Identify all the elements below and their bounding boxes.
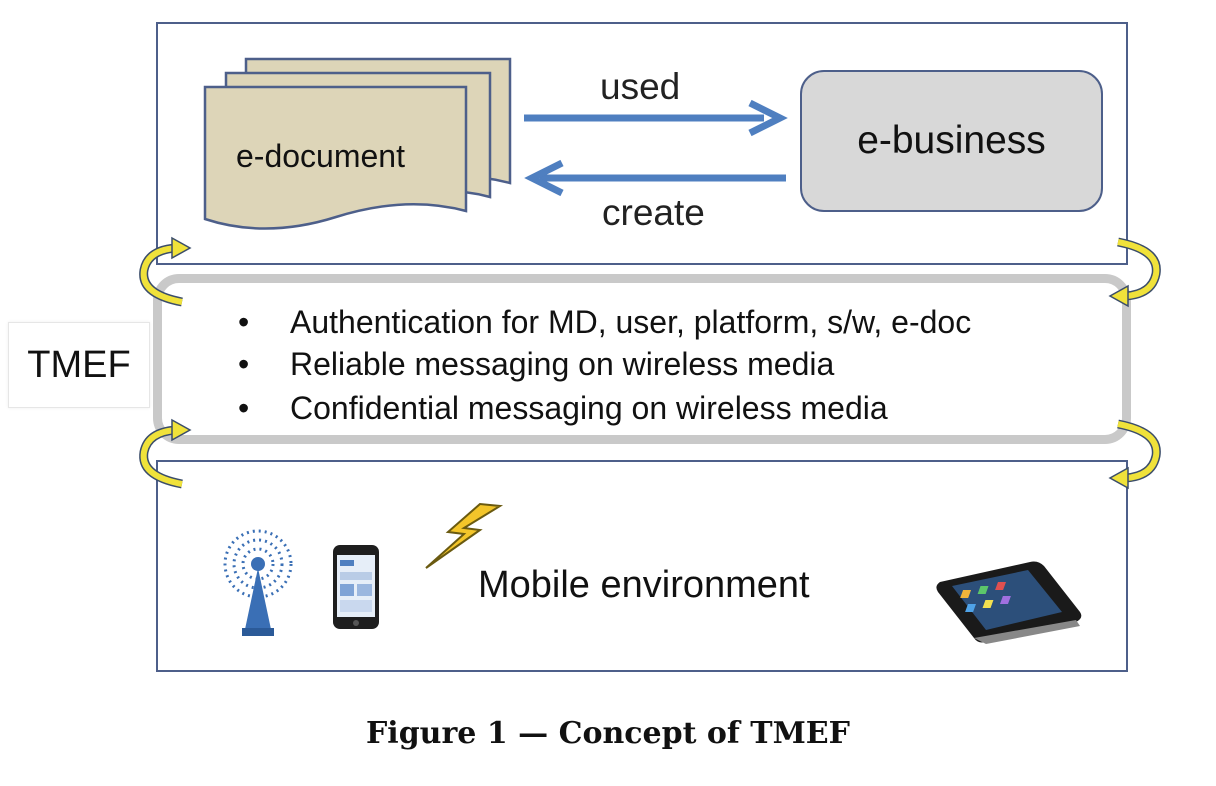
- tmef-label: TMEF: [8, 322, 150, 408]
- mobile-environment-label: Mobile environment: [478, 564, 810, 606]
- figure-caption: Figure 1 — Concept of TMEF: [366, 716, 850, 751]
- e-document-stack-icon: [203, 57, 512, 230]
- bullet-item: •Authentication for MD, user, platform, …: [238, 304, 972, 340]
- lightning-icon: [425, 502, 504, 569]
- bullet-item: •Reliable messaging on wireless media: [238, 346, 835, 382]
- e-business-box: e-business: [800, 70, 1103, 212]
- curved-arrow-icon: [1108, 237, 1161, 308]
- used-label: used: [600, 66, 681, 107]
- bullet-item: •Confidential messaging on wireless medi…: [238, 390, 888, 426]
- curved-arrow-icon: [139, 418, 192, 489]
- iphone-icon: [936, 561, 1082, 644]
- used-arrow-icon: [524, 99, 788, 137]
- smartphone-icon: [333, 545, 379, 629]
- curved-arrow-icon: [1108, 419, 1161, 490]
- create-label: create: [602, 192, 705, 233]
- tmef-band: [153, 274, 1131, 444]
- bullet-text: Reliable messaging on wireless media: [290, 346, 835, 382]
- radio-tower-icon: [223, 529, 293, 636]
- bullet-text: Confidential messaging on wireless media: [290, 390, 888, 426]
- bottom-panel: [156, 460, 1128, 672]
- curved-arrow-icon: [139, 236, 192, 307]
- create-arrow-icon: [524, 159, 786, 197]
- e-document-label: e-document: [236, 138, 405, 174]
- bullet-text: Authentication for MD, user, platform, s…: [290, 304, 972, 340]
